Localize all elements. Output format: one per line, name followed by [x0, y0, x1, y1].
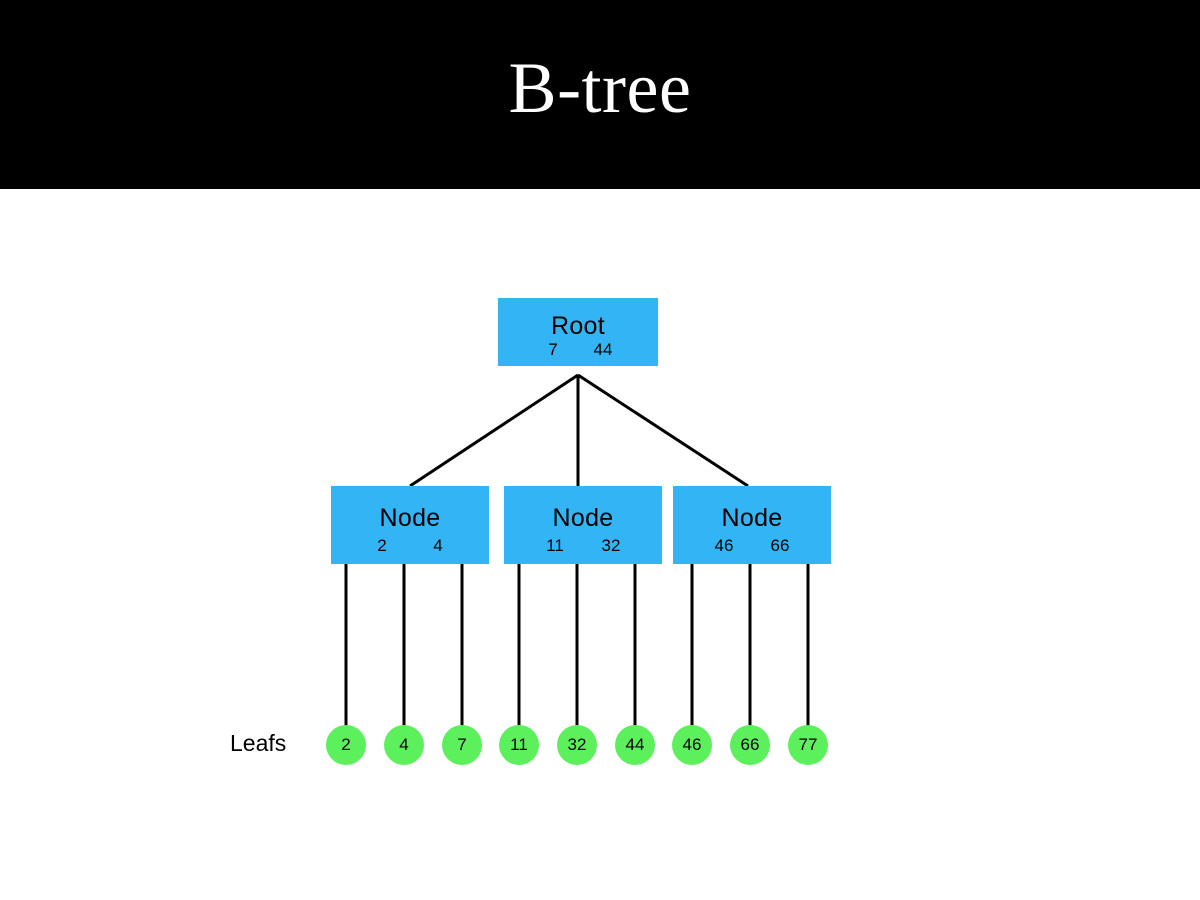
leaf-node-8[interactable]: 77	[788, 725, 828, 765]
internal-node-2-label: Node	[721, 504, 783, 532]
node-1-key-0: 11	[546, 536, 564, 555]
leaf-node-2[interactable]: 7	[442, 725, 482, 765]
edge-root-to-node-0	[409, 373, 579, 488]
root-key-1: 44	[593, 340, 613, 359]
leaf-node-3[interactable]: 11	[499, 725, 539, 765]
title-band	[0, 0, 1200, 189]
leafs-row-label: Leafs	[230, 730, 287, 756]
page-title: B-tree	[508, 47, 692, 128]
internal-node-0-label: Node	[379, 504, 441, 532]
btree-diagram: Root 7 44 Node 2 4 Node 11 32 Node 46	[0, 189, 1200, 900]
leaf-node-7[interactable]: 66	[730, 725, 770, 765]
root-node[interactable]: Root 7 44	[498, 298, 658, 366]
edge-root-to-node-2	[577, 373, 749, 488]
tree-edges	[344, 373, 810, 726]
internal-node-1-label: Node	[552, 504, 614, 532]
node-0-key-0: 2	[377, 536, 387, 555]
leaf-node-5[interactable]: 44	[615, 725, 655, 765]
internal-node-0-keys: 2 4	[331, 537, 489, 554]
internal-node-2-keys: 46 66	[673, 537, 831, 554]
node-0-key-1: 4	[433, 536, 443, 555]
internal-node-1[interactable]: Node 11 32	[504, 486, 662, 564]
internal-node-1-keys: 11 32	[504, 537, 662, 554]
leaf-node-6[interactable]: 46	[672, 725, 712, 765]
root-node-keys: 7 44	[498, 341, 658, 358]
node-2-key-1: 66	[770, 536, 790, 555]
leaf-node-0[interactable]: 2	[326, 725, 366, 765]
root-node-label: Root	[550, 312, 605, 340]
internal-node-2[interactable]: Node 46 66	[673, 486, 831, 564]
node-2-key-0: 46	[714, 536, 734, 555]
leaf-node-1[interactable]: 4	[384, 725, 424, 765]
node-1-key-1: 32	[601, 536, 621, 555]
root-key-0: 7	[548, 340, 558, 359]
leaf-node-4[interactable]: 32	[557, 725, 597, 765]
internal-node-0[interactable]: Node 2 4	[331, 486, 489, 564]
